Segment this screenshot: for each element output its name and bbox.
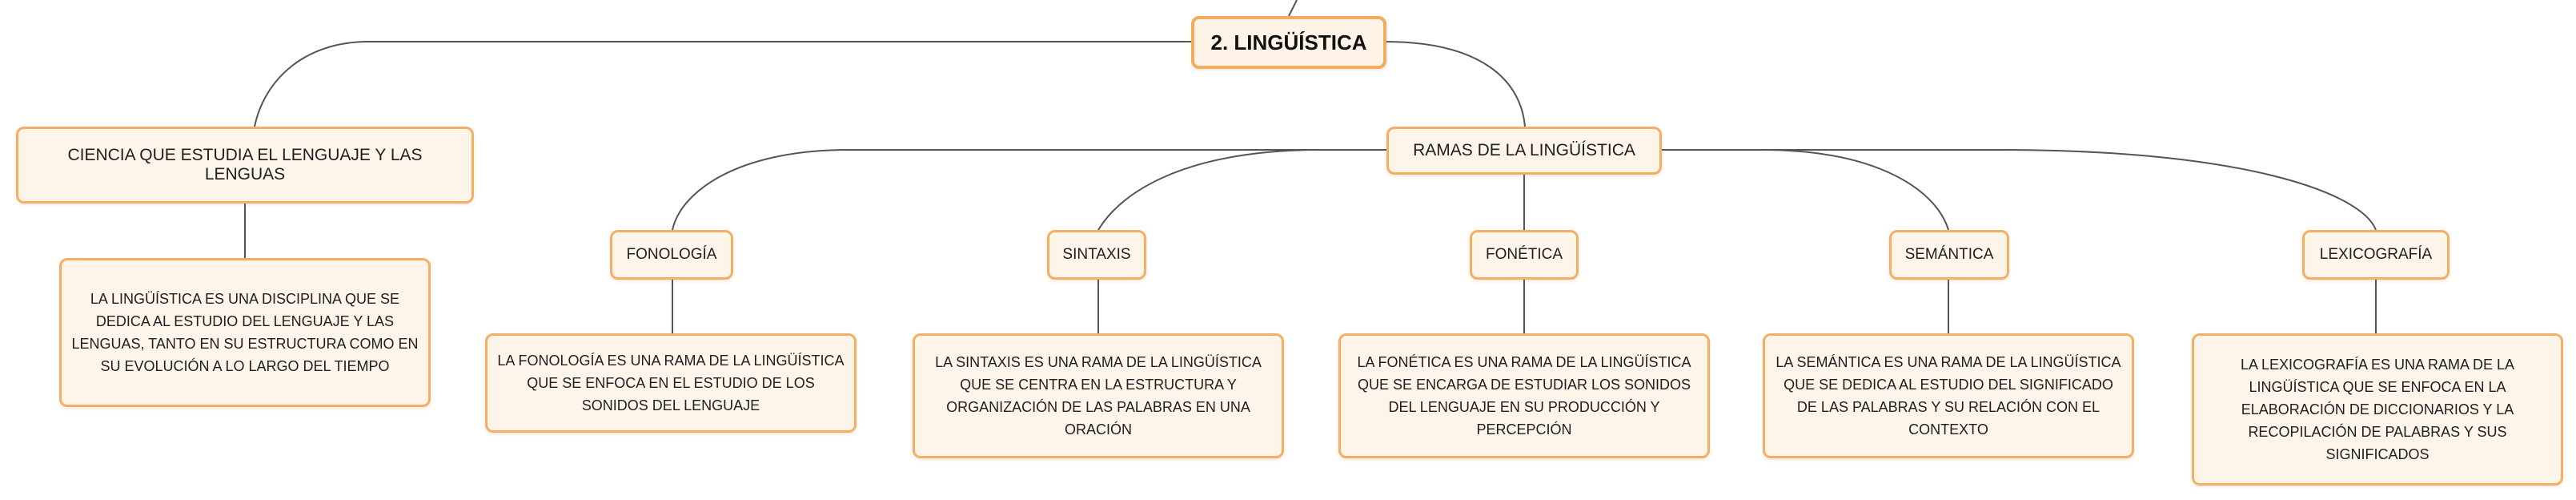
definition-node-label: CIENCIA QUE ESTUDIA EL LENGUAJE Y LAS LE… <box>67 146 423 183</box>
branch-detail-text-semantica: LA SEMÁNTICA ES UNA RAMA DE LA LINGÜÍSTI… <box>1776 354 2121 438</box>
connector-hub-semantica <box>1660 149 1949 231</box>
branch-detail-sintaxis[interactable]: LA SINTAXIS ES UNA RAMA DE LA LINGÜÍSTIC… <box>913 333 1284 458</box>
branch-node-lexicografia[interactable]: LEXICOGRAFÍA <box>2302 230 2450 280</box>
root-node-label: 2. LINGÜÍSTICA <box>1210 30 1367 54</box>
connector-hub-sintaxis <box>1097 149 1386 231</box>
branch-detail-text-fonetica: LA FONÉTICA ES UNA RAMA DE LA LINGÜÍSTIC… <box>1357 354 1691 438</box>
branch-label-fonetica: FONÉTICA <box>1485 246 1563 263</box>
definition-detail-node[interactable]: LA LINGÜÍSTICA ES UNA DISCIPLINA QUE SE … <box>59 258 431 407</box>
branch-detail-fonologia[interactable]: LA FONOLOGÍA ES UNA RAMA DE LA LINGÜÍSTI… <box>485 333 857 433</box>
branch-node-fonologia[interactable]: FONOLOGÍA <box>610 230 733 280</box>
branch-label-fonologia: FONOLOGÍA <box>626 246 717 263</box>
branches-hub-node[interactable]: RAMAS DE LA LINGÜÍSTICA <box>1386 127 1662 175</box>
branch-detail-fonetica[interactable]: LA FONÉTICA ES UNA RAMA DE LA LINGÜÍSTIC… <box>1338 333 1710 458</box>
definition-node[interactable]: CIENCIA QUE ESTUDIA EL LENGUAJE Y LAS LE… <box>16 127 474 204</box>
connector-hub-fonologia <box>672 149 1386 231</box>
branch-detail-text-lexicografia: LA LEXICOGRAFÍA ES UNA RAMA DE LA LINGÜÍ… <box>2240 357 2515 462</box>
root-node[interactable]: 2. LINGÜÍSTICA <box>1191 16 1386 69</box>
branch-label-semantica: SEMÁNTICA <box>1904 246 1994 263</box>
branch-detail-text-fonologia: LA FONOLOGÍA ES UNA RAMA DE LA LINGÜÍSTI… <box>497 353 845 413</box>
connector-root-definition <box>254 41 1193 127</box>
branch-node-sintaxis[interactable]: SINTAXIS <box>1047 230 1146 280</box>
branch-label-lexicografia: LEXICOGRAFÍA <box>2319 246 2433 263</box>
connector-hub-lexicografia <box>1660 149 2377 231</box>
definition-detail-text: LA LINGÜÍSTICA ES UNA DISCIPLINA QUE SE … <box>71 291 419 374</box>
branch-node-semantica[interactable]: SEMÁNTICA <box>1889 230 2009 280</box>
connector-root-hub <box>1384 41 1526 127</box>
branches-hub-label: RAMAS DE LA LINGÜÍSTICA <box>1413 141 1635 159</box>
branch-detail-text-sintaxis: LA SINTAXIS ES UNA RAMA DE LA LINGÜÍSTIC… <box>935 354 1262 438</box>
branch-detail-lexicografia[interactable]: LA LEXICOGRAFÍA ES UNA RAMA DE LA LINGÜÍ… <box>2192 333 2563 486</box>
branch-detail-semantica[interactable]: LA SEMÁNTICA ES UNA RAMA DE LA LINGÜÍSTI… <box>1763 333 2134 458</box>
connector-root-parent <box>1288 0 1298 17</box>
branch-label-sintaxis: SINTAXIS <box>1062 246 1131 263</box>
branch-node-fonetica[interactable]: FONÉTICA <box>1470 230 1579 280</box>
